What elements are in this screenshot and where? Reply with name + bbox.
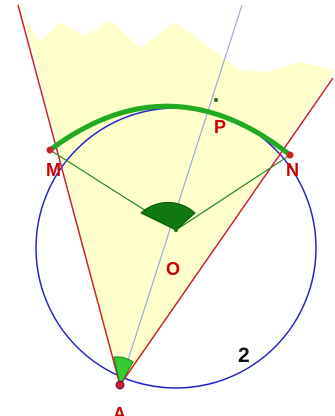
torn-edge-cutout (20, 0, 335, 72)
label-M: M (46, 160, 61, 180)
point-M (46, 146, 54, 154)
label-P: P (214, 117, 226, 137)
bisector-line (119, 4, 243, 386)
point-N (286, 151, 294, 159)
ray-AN (119, 77, 334, 386)
arc-MN (47, 103, 293, 158)
label-A: A (113, 404, 126, 416)
point-A (115, 380, 125, 390)
label-O: O (166, 259, 180, 279)
label-number: 2 (238, 344, 250, 367)
radius-ON (175, 154, 291, 231)
point-P (214, 98, 218, 102)
central-angle-marker (140, 202, 196, 231)
ray-AM (17, 4, 121, 386)
shaded-angle-region (20, 0, 335, 385)
inscribed-angle-marker (113, 356, 134, 387)
point-O (174, 228, 178, 232)
label-N: N (286, 160, 299, 180)
